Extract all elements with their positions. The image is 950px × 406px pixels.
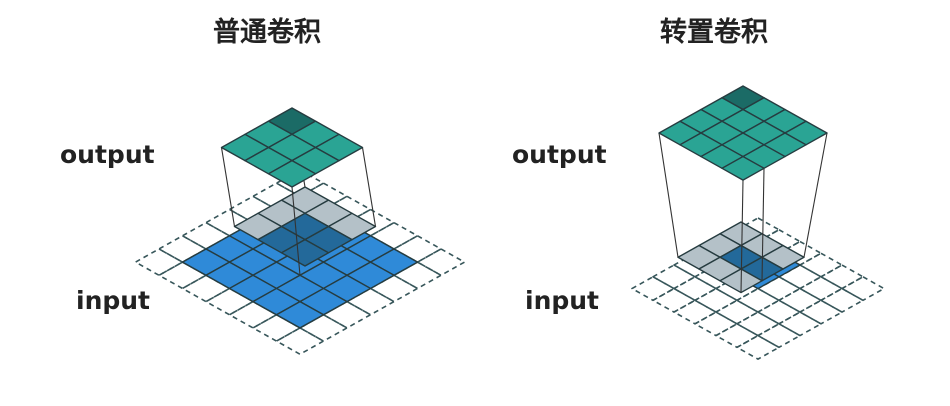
left-output-grid	[220, 107, 364, 188]
right-pad-cell-4-0	[820, 264, 864, 290]
right-pad-cell-0-4	[652, 264, 696, 290]
right-output-label: output	[512, 140, 607, 169]
right-pad-cell-0-5	[631, 275, 675, 302]
left-pad-cell-6-0	[416, 248, 466, 277]
left-pad-cell-0-6	[134, 248, 184, 277]
right-pad-cell-4-5	[715, 323, 759, 349]
right-output-grid	[658, 85, 828, 181]
right-pad-cell-4-4	[736, 311, 780, 337]
right-pad-cell-4-1	[799, 275, 843, 302]
right-line-right	[803, 132, 828, 258]
right-pad-cell-3-0	[799, 252, 843, 278]
right-title: 转置卷积	[660, 17, 768, 48]
right-pad-cell-4-2	[778, 287, 822, 313]
right-pad-cell-1-5	[652, 287, 696, 313]
left-line-right	[361, 147, 377, 227]
right-pad-cell-5-0	[841, 275, 885, 302]
right-pad-cell-3-5	[694, 311, 738, 337]
left-line-left	[220, 147, 236, 227]
left-input-label: input	[76, 286, 151, 315]
right-pad-cell-3-3	[736, 287, 780, 313]
left-input-cell-4-4	[275, 300, 325, 329]
transposed-convolution-diagram	[631, 85, 885, 360]
right-pad-cell-5-5	[736, 334, 780, 360]
right-pad-cell-4-3	[757, 299, 801, 325]
left-title: 普通卷积	[213, 17, 321, 48]
left-line-bottom	[291, 186, 301, 276]
right-pad-cell-5-2	[799, 299, 843, 325]
right-input-label: input	[525, 286, 600, 315]
right-pad-cell-3-4	[715, 299, 759, 325]
right-line-inner	[761, 168, 765, 281]
left-output-cell-2-2	[267, 159, 317, 188]
right-projection-lines	[658, 132, 828, 293]
right-pad-cell-5-4	[757, 323, 801, 349]
right-pad-cell-2-4	[694, 287, 738, 313]
left-kernel-cell-2-2	[280, 238, 330, 267]
left-output-label: output	[60, 140, 155, 169]
right-line-bottom	[740, 180, 744, 293]
normal-convolution-diagram	[134, 107, 466, 356]
right-pad-cell-5-3	[778, 311, 822, 337]
left-kernel-grid	[233, 186, 377, 267]
right-line-left	[658, 132, 679, 258]
left-pad-cell-6-6	[275, 327, 325, 356]
right-pad-cell-2-5	[673, 299, 717, 325]
right-pad-cell-1-4	[673, 275, 717, 302]
right-pad-cell-5-1	[820, 287, 864, 313]
right-output-cell-3-3	[721, 155, 765, 181]
